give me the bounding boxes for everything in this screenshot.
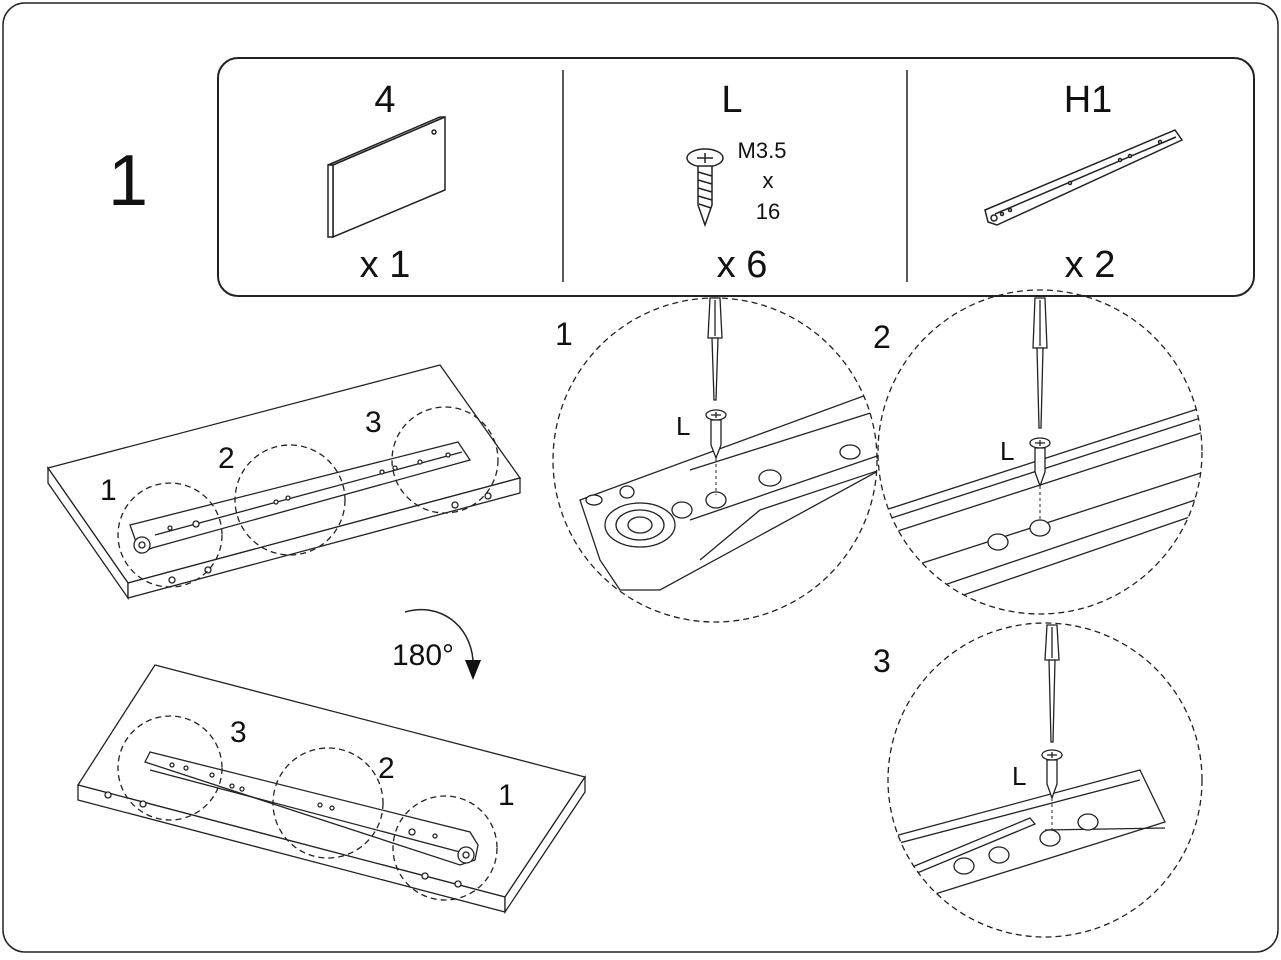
screwdriver-icon xyxy=(1044,624,1060,743)
screw-spec-length: 16 xyxy=(756,199,780,224)
screw-label: L xyxy=(1000,436,1014,466)
detail-number: 2 xyxy=(873,319,891,355)
detail-view-1: 1 L xyxy=(552,297,878,623)
detail-view-2: 2 L xyxy=(873,289,1203,615)
rotation-label: 180° xyxy=(392,639,454,672)
screw-label: L xyxy=(1012,761,1026,791)
screw-spec-size: M3.5 xyxy=(738,138,787,163)
parts-box: 4 x 1 L M3.5 x 16 x 6 xyxy=(217,57,1255,297)
step-number: 1 xyxy=(108,141,148,221)
screw-icon xyxy=(1041,749,1063,800)
part-screw-L: L M3.5 x 16 x 6 xyxy=(686,79,787,286)
part-id: 4 xyxy=(374,79,395,121)
part-rail-H1: H1 x 2 xyxy=(984,79,1184,286)
board-top xyxy=(46,364,522,601)
callout-label: 2 xyxy=(218,442,235,475)
callout-circles-top xyxy=(117,406,499,588)
detail-number: 3 xyxy=(873,643,891,679)
part-qty: x 2 xyxy=(1065,244,1116,286)
screwdriver-icon xyxy=(1032,297,1048,429)
part-qty: x 1 xyxy=(360,244,411,286)
screw-icon xyxy=(705,409,727,460)
screw-spec-x: x xyxy=(763,168,774,193)
part-qty: x 6 xyxy=(717,244,768,286)
callout-label: 3 xyxy=(365,406,382,439)
panel-icon xyxy=(327,115,446,239)
rotation-arrow-icon xyxy=(404,608,481,680)
screw-label: L xyxy=(676,411,690,441)
part-panel-4: 4 x 1 xyxy=(327,79,446,286)
part-id: H1 xyxy=(1064,79,1113,121)
screw-icon xyxy=(686,148,724,228)
callout-label: 3 xyxy=(230,716,247,749)
screw-icon xyxy=(1029,437,1051,488)
detail-view-3: 3 L xyxy=(873,622,1203,938)
callout-label: 2 xyxy=(378,752,395,785)
drawer-rail-icon xyxy=(984,129,1184,226)
callout-label: 1 xyxy=(498,779,515,812)
part-id: L xyxy=(721,79,742,121)
screwdriver-icon xyxy=(707,297,723,401)
detail-number: 1 xyxy=(555,316,573,352)
callout-circles-bottom xyxy=(117,715,498,901)
callout-label: 1 xyxy=(100,474,117,507)
